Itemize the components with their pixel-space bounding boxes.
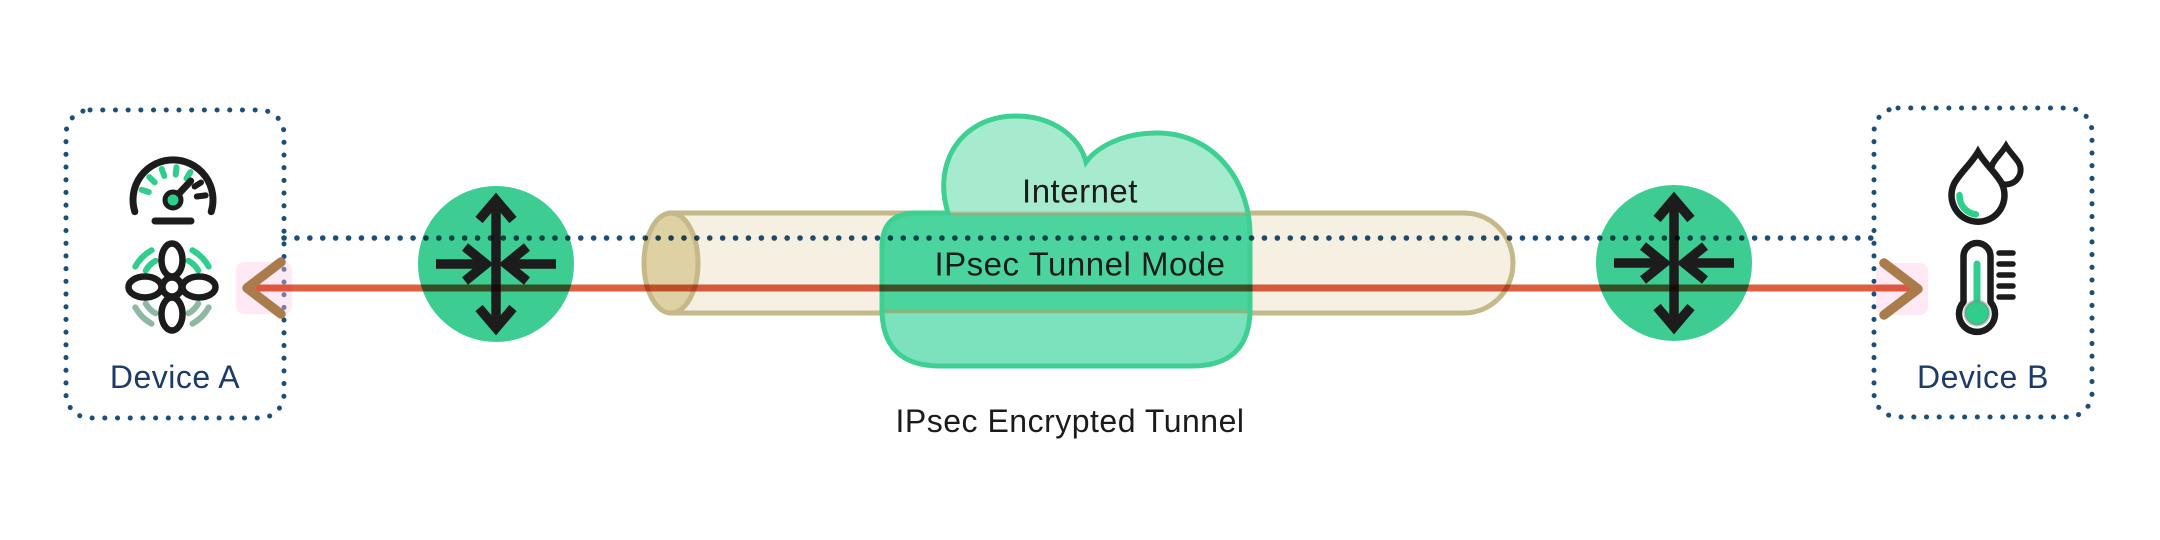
speedometer-icon (129, 156, 217, 225)
device-a-box: Device A (63, 107, 287, 421)
cloud-fill-band (882, 213, 1251, 313)
router-left (418, 186, 574, 342)
tunnel-mode-label: IPsec Tunnel Mode (935, 246, 1226, 283)
thermometer-ticks (1996, 250, 2016, 300)
cloud-outline (879, 113, 1253, 369)
cylinder-left-cap (641, 210, 701, 316)
drop-highlight-arc (1956, 174, 2000, 218)
connection-lines (248, 235, 1914, 292)
router-right (1596, 185, 1752, 341)
fan-icon (125, 240, 219, 334)
fan-motion-arcs-top (132, 247, 212, 274)
arrowhead-left-icon (242, 257, 286, 319)
thermometer-icon (1955, 239, 2016, 336)
cloud-fill-bottom (882, 313, 1251, 366)
water-drops-icon (1948, 140, 2024, 225)
fan-motion-arcs-bottom (132, 300, 212, 327)
device-b-box: Device B (1871, 105, 2095, 420)
speedometer-ticks (138, 164, 194, 196)
encrypted-tunnel-caption: IPsec Encrypted Tunnel (896, 403, 1245, 439)
arrowhead-right-icon (1879, 258, 1923, 320)
device-b-label: Device B (1917, 359, 2049, 395)
device-a-label: Device A (110, 359, 240, 395)
internet-label: Internet (1022, 173, 1138, 210)
